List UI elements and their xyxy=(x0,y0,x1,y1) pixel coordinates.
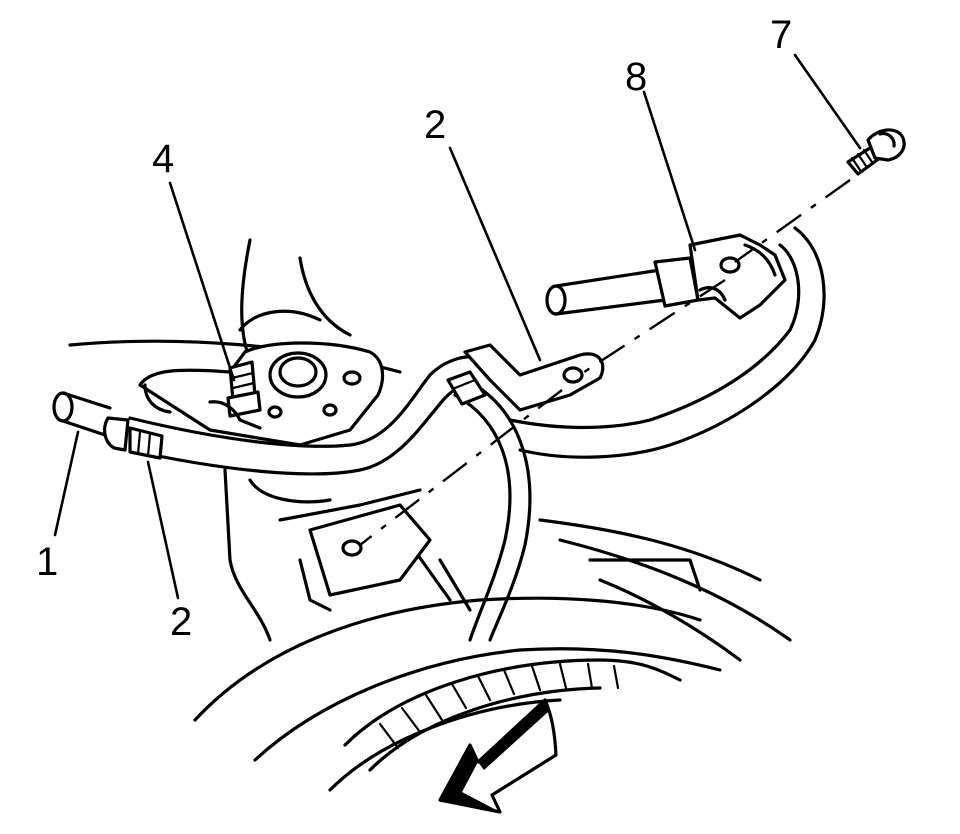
callout-2-lower: 2 xyxy=(170,600,192,644)
callout-2-upper: 2 xyxy=(424,103,446,147)
pipe-bracket xyxy=(463,343,605,412)
leader-2-upper xyxy=(448,146,542,362)
callout-7: 7 xyxy=(770,13,792,57)
vertical-brake-pipe xyxy=(453,380,532,642)
lower-bracket xyxy=(308,503,432,597)
main-brake-pipe xyxy=(52,355,482,476)
leader-8 xyxy=(642,90,697,252)
leader-7 xyxy=(793,53,862,150)
rear-brake-pipe xyxy=(508,226,826,459)
tire-tread xyxy=(378,662,620,750)
leader-lines xyxy=(53,53,862,600)
alignment-lines xyxy=(359,179,851,546)
junction-block xyxy=(138,341,385,447)
forward-arrow-icon xyxy=(438,698,558,814)
bolt xyxy=(846,128,906,176)
leader-4 xyxy=(168,181,236,382)
leader-1 xyxy=(53,430,80,537)
leader-2-lower xyxy=(146,460,180,600)
upper-clip xyxy=(446,370,487,406)
callout-8: 8 xyxy=(625,55,647,99)
callout-1: 1 xyxy=(36,540,58,584)
hose-bracket xyxy=(545,233,787,320)
callout-4: 4 xyxy=(152,137,174,181)
callout-labels: 1 2 2 4 7 8 xyxy=(36,13,792,644)
frame-structure xyxy=(68,238,792,792)
